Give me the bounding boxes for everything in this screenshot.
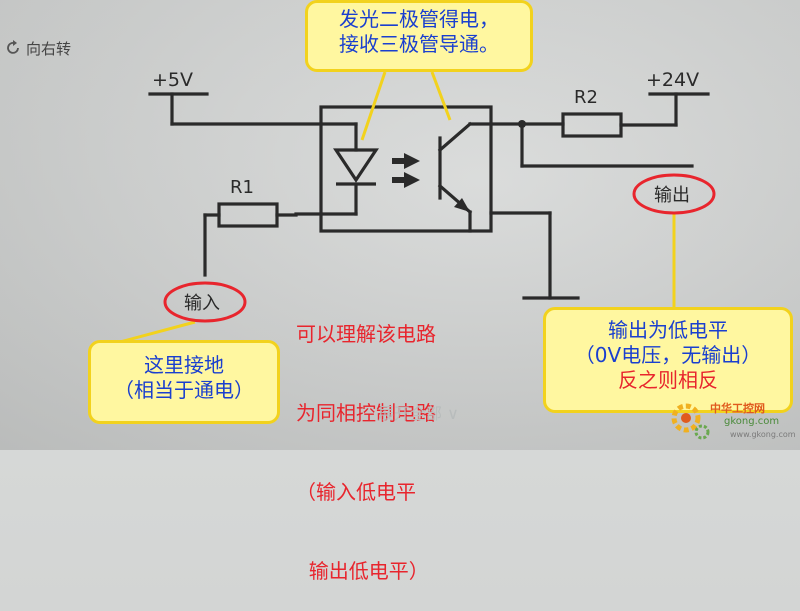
resistor-r2: [561, 112, 623, 138]
label-r1: R1: [230, 177, 254, 198]
pointer-to-input: [119, 320, 196, 344]
circuit-explanation-note: 可以理解该电路 为同相控制电路 （输入低电平 输出低电平）: [296, 268, 526, 611]
note-line-3: （输入低电平: [296, 480, 416, 505]
rotate-label: 向右转: [26, 39, 72, 58]
optocoupler-package: [319, 105, 493, 233]
gear-icon: [671, 403, 710, 440]
output-highlight-ring: [632, 173, 716, 215]
light-emission-arrows: [392, 153, 420, 188]
label-output: 输出: [654, 185, 690, 206]
expand-all-link[interactable]: 展开全部 ∨: [378, 404, 459, 423]
callout-ground-line-1: 这里接地: [144, 353, 224, 377]
rotate-icon: [7, 40, 19, 54]
junction-dot: [518, 120, 526, 128]
resistor-r1: [217, 202, 279, 228]
callout-output-line-2: （0V电压，无输出）: [574, 343, 762, 367]
logo-brand: 中华工控网: [710, 402, 765, 415]
callout-top-line-2: 接收三极管导通。: [339, 32, 499, 56]
led-diode-symbol: [333, 148, 379, 183]
callout-top-line-1: 发光二极管得电，: [339, 7, 499, 31]
note-line-4: 输出低电平）: [296, 559, 429, 584]
callout-ground-note: 这里接地 （相当于通电）: [88, 340, 280, 424]
rotate-right-button[interactable]: 向右转: [6, 36, 71, 60]
callout-output-note: 输出为低电平 （0V电压，无输出） 反之则相反: [543, 307, 793, 413]
optocoupler-circuit: +5V +24V R1 R2 输入 输出: [119, 69, 716, 344]
pointer-to-transistor: [430, 71, 452, 121]
callout-output-line-1: 输出为低电平: [608, 318, 728, 342]
callout-ground-line-2: （相当于通电）: [114, 378, 254, 402]
callout-led-conducts: 发光二极管得电， 接收三极管导通。: [305, 0, 533, 72]
label-supply-5v: +5V: [152, 69, 193, 91]
transistor-collector: [437, 121, 473, 153]
label-supply-24v: +24V: [646, 69, 699, 91]
label-r2: R2: [574, 87, 598, 108]
input-highlight-ring: [163, 281, 247, 323]
callout-output-line-3: 反之则相反: [618, 368, 718, 392]
note-line-2: 为同相控制电路: [296, 400, 436, 425]
note-line-1: 可以理解该电路: [296, 321, 436, 346]
logo-site: gkong.com: [724, 416, 780, 427]
label-input: 输入: [184, 293, 220, 314]
gkong-logo: 中华工控网 gkong.com www.gkong.com: [666, 396, 798, 446]
logo-site-small: www.gkong.com: [730, 430, 796, 439]
emitter-arrow: [454, 198, 470, 212]
pointer-to-led: [360, 71, 387, 141]
